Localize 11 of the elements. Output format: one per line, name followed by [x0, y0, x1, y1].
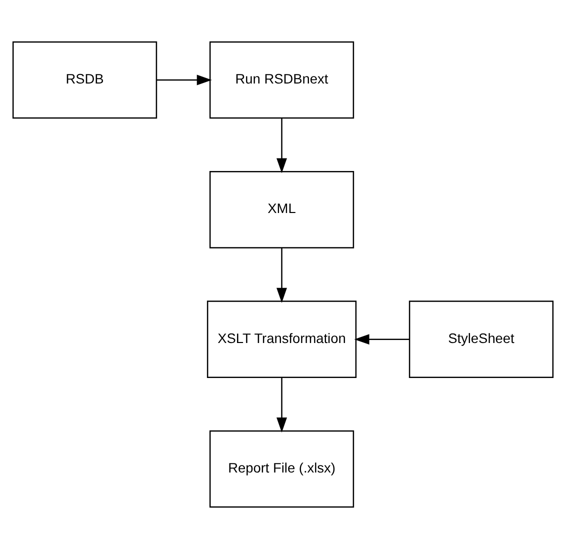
arrow	[156, 74, 212, 86]
arrow	[354, 334, 410, 345]
node-box: StyleSheet	[408, 300, 554, 378]
arrow	[276, 248, 287, 303]
node-box: XSLT Transformation	[206, 300, 357, 378]
node-box: XML	[209, 171, 354, 248]
arrow	[276, 377, 287, 432]
node-box: Report File (.xlsx)	[209, 430, 354, 508]
arrow	[276, 118, 287, 174]
node-box: RSDB	[12, 41, 158, 119]
node-box: Run RSDBnext	[209, 41, 354, 119]
